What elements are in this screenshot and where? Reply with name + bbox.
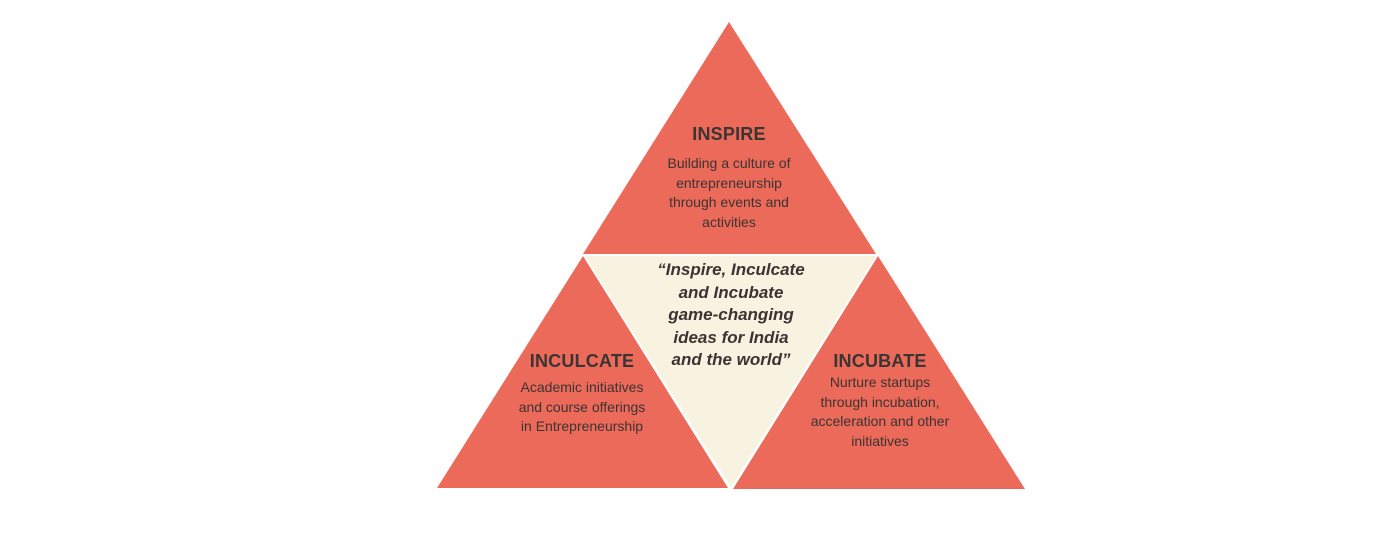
incubate-triangle [733, 256, 1025, 489]
incubate-title: INCUBATE [833, 351, 927, 371]
motto-line: game-changing [668, 305, 794, 324]
inculcate-triangle [437, 256, 728, 488]
inculcate-desc-line: in Entrepreneurship [520, 418, 644, 434]
inspire-triangle [583, 22, 876, 254]
inculcate-block: INCULCATE Academic initiatives and cours… [482, 350, 682, 437]
inculcate-desc-line: and course offerings [518, 398, 646, 415]
incubate-desc-line: through incubation, [820, 393, 940, 410]
inspire-desc-line: Building a culture of [667, 155, 791, 171]
motto-line: and the world” [671, 350, 791, 369]
inspire-title: INSPIRE [692, 124, 766, 144]
inculcate-title: INCULCATE [529, 351, 635, 371]
inspire-desc-line: entrepreneurship [676, 174, 782, 191]
incubate-desc-line: Nurture startups [829, 374, 931, 390]
inspire-desc-line: through events and [669, 194, 789, 210]
motto-quote: “Inspire, Inculcate and Incubate game-ch… [631, 259, 831, 372]
incubate-desc-line: initiatives [851, 432, 909, 449]
motto-line: “Inspire, Inculcate [657, 260, 805, 279]
motto-center-triangle [585, 256, 876, 487]
incubate-desc-line: acceleration and other [810, 413, 950, 429]
motto-line: and Incubate [678, 282, 784, 302]
inculcate-description: Academic initiatives and course offering… [482, 378, 682, 437]
inspire-block: INSPIRE Building a culture of entreprene… [629, 123, 829, 232]
incubate-block: INCUBATE Nurture startups through incuba… [780, 350, 980, 451]
inculcate-desc-line: Academic initiatives [520, 379, 644, 395]
motto-line: ideas for India [673, 327, 789, 347]
incubate-description: Nurture startups through incubation, acc… [780, 373, 980, 451]
inspire-desc-line: activities [702, 213, 756, 230]
inspire-description: Building a culture of entrepreneurship t… [629, 154, 829, 232]
